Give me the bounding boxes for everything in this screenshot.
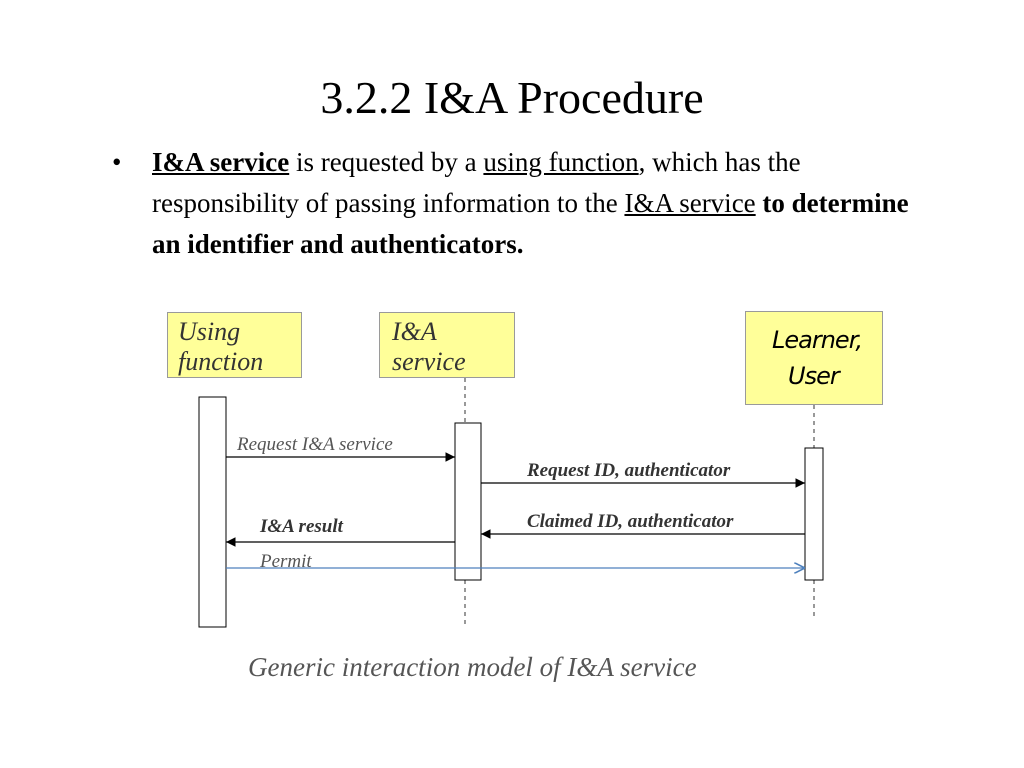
bullet-text: I&A service is requested by a using func… xyxy=(152,142,942,265)
participant-label-line: function xyxy=(178,347,264,376)
bullet-paragraph: • I&A service is requested by a using fu… xyxy=(112,142,942,265)
diagram-caption: Generic interaction model of I&A service xyxy=(248,652,697,682)
term-ia-service-2: I&A service xyxy=(624,188,756,218)
participant-label-line: I&A xyxy=(392,317,437,346)
label-request-id: Request ID, authenticator xyxy=(526,460,731,481)
term-ia-service: I&A service xyxy=(152,147,290,177)
label-permit: Permit xyxy=(259,551,312,572)
activation-using-function xyxy=(198,396,227,628)
slide-title: 3.2.2 I&A Procedure xyxy=(320,72,704,123)
text-segment: , which has the responsibility of passin… xyxy=(152,147,801,218)
participant-label-line: Learner, xyxy=(772,326,863,354)
label-request-ia-service: Request I&A service xyxy=(236,434,393,455)
activation-ia-service xyxy=(454,422,482,581)
text-segment-bold: to determine an identifier and authentic… xyxy=(152,188,909,259)
text-segment: is requested by a xyxy=(289,147,484,177)
bullet-marker: • xyxy=(112,147,122,177)
label-ia-result: I&A result xyxy=(259,516,344,537)
participant-learner-user: Learner, User xyxy=(745,311,883,405)
activation-learner xyxy=(804,447,824,581)
term-using-function: using function xyxy=(483,147,639,177)
participant-using-function: Using function xyxy=(167,312,302,378)
label-claimed-id: Claimed ID, authenticator xyxy=(527,511,734,532)
participant-ia-service: I&A service xyxy=(379,312,515,378)
participant-label-line: Using xyxy=(178,317,241,346)
participant-label-line: service xyxy=(392,347,466,376)
participant-label-line: User xyxy=(788,362,840,390)
